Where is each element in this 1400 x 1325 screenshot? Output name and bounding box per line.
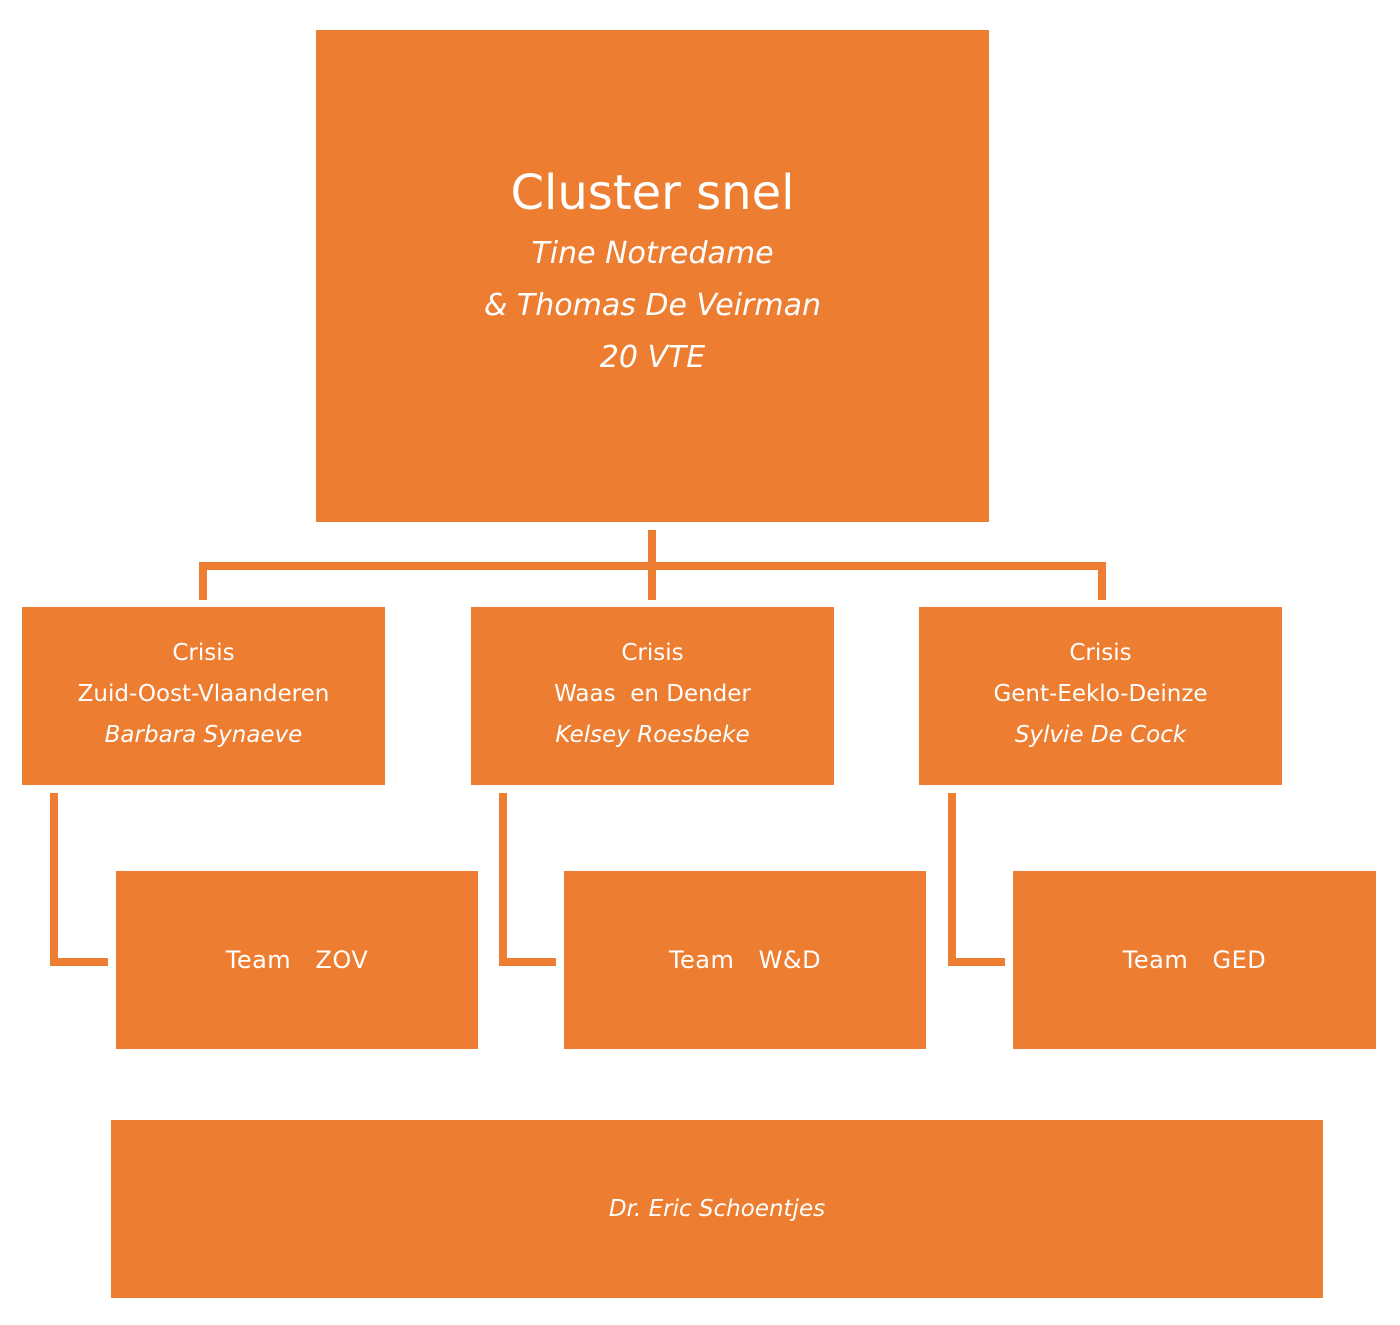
team-label: Team W&D (668, 946, 822, 974)
connector-ged-horizontal (948, 958, 1005, 966)
connector-zov-horizontal (50, 958, 108, 966)
connector-wd-horizontal (499, 958, 556, 966)
crisis-lead: Kelsey Roesbeke (555, 722, 750, 748)
crisis-region: Waas en Dender (554, 681, 751, 707)
team-label: Team ZOV (225, 946, 369, 974)
team-label: Team GED (1122, 946, 1267, 974)
team-box-zov: Team ZOV (116, 871, 478, 1049)
advisor-box: Dr. Eric Schoentjes (111, 1120, 1323, 1298)
crisis-label: Crisis (172, 640, 235, 666)
crisis-box-zov: Crisis Zuid-Oost-Vlaanderen Barbara Syna… (22, 607, 385, 785)
connector-zov-vertical (50, 793, 58, 966)
team-box-ged: Team GED (1013, 871, 1376, 1049)
advisor-name: Dr. Eric Schoentjes (608, 1196, 826, 1222)
crisis-box-wd: Crisis Waas en Dender Kelsey Roesbeke (471, 607, 834, 785)
crisis-label: Crisis (1069, 640, 1132, 666)
connector-right-drop (1098, 562, 1106, 600)
connector-horizontal-bar (199, 562, 1106, 570)
crisis-box-ged: Crisis Gent-Eeklo-Deinze Sylvie De Cock (919, 607, 1282, 785)
cluster-fte: 20 VTE (599, 340, 706, 375)
crisis-lead: Barbara Synaeve (104, 722, 303, 748)
crisis-region: Zuid-Oost-Vlaanderen (77, 681, 330, 707)
connector-left-drop (199, 562, 207, 600)
crisis-label: Crisis (621, 640, 684, 666)
connector-ged-vertical (948, 793, 956, 966)
team-box-wd: Team W&D (564, 871, 926, 1049)
cluster-title: Cluster snel (510, 165, 795, 221)
cluster-lead-2: & Thomas De Veirman (483, 288, 821, 323)
connector-wd-vertical (499, 793, 507, 966)
crisis-region: Gent-Eeklo-Deinze (993, 681, 1208, 707)
cluster-lead-1: Tine Notredame (531, 236, 774, 271)
cluster-box: Cluster snel Tine Notredame & Thomas De … (316, 30, 989, 522)
crisis-lead: Sylvie De Cock (1014, 722, 1187, 748)
